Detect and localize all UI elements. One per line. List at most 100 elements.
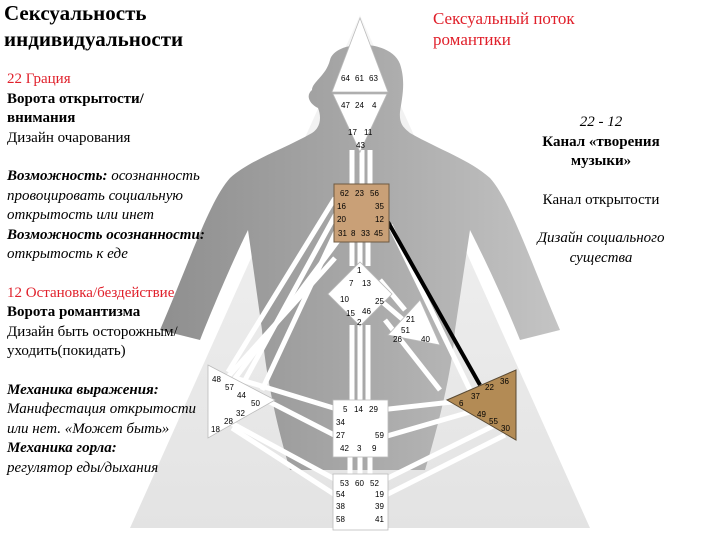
gate-15: 15: [346, 309, 355, 318]
gate-37: 37: [471, 392, 480, 401]
page-title-line-2: индивидуальности: [4, 27, 184, 51]
throat-center: [333, 183, 390, 243]
g-center: [327, 261, 393, 327]
stream-label: Сексуальный поток романтики: [433, 8, 575, 50]
gate12-gate: Ворота романтизма: [7, 304, 141, 320]
awareness-label: Возможность осознанности:: [7, 226, 205, 243]
gate-31: 31: [338, 229, 347, 238]
gate-54: 54: [336, 490, 345, 499]
possibility-text: осознанность: [107, 168, 200, 184]
design-line-1: Дизайн социального: [537, 230, 665, 246]
left-description: 22 Грация Ворота открытости/ внимания Ди…: [7, 70, 247, 478]
gate-4: 4: [372, 101, 377, 110]
spacer: [7, 362, 247, 381]
gate-41: 41: [375, 515, 384, 524]
gate-52: 52: [370, 479, 379, 488]
gate-35: 35: [375, 202, 384, 211]
gate-45: 45: [374, 229, 383, 238]
gate12-design-line-2: уходить(покидать): [7, 343, 126, 359]
possibility-line-3: открытость или инет: [7, 207, 154, 223]
gate-19: 19: [375, 490, 384, 499]
gate22-gate-line-2: внимания: [7, 110, 76, 126]
mechanics-expression-label: Механика выражения:: [7, 381, 159, 398]
active-channel-22-12: [386, 221, 482, 386]
channel-type: Канал открытости: [542, 191, 660, 208]
gate-3: 3: [357, 444, 362, 453]
awareness-text: открытость к еде: [7, 246, 128, 262]
gate-20: 20: [337, 215, 346, 224]
gate-12: 12: [375, 215, 384, 224]
gate-42: 42: [340, 444, 349, 453]
channel-name-line-2: музыки»: [570, 153, 632, 169]
gate-57: 57: [225, 383, 234, 392]
gate-10: 10: [340, 295, 349, 304]
right-description: 22 - 12 Канал «творения музыки» Канал от…: [515, 113, 687, 268]
gate-18: 18: [211, 425, 220, 434]
gate-36: 36: [500, 377, 509, 386]
spleen-center: [207, 364, 276, 439]
gate-59: 59: [375, 431, 384, 440]
stream-label-line-1: Сексуальный поток: [433, 9, 575, 28]
gate-1: 1: [357, 266, 362, 275]
possibility-label: Возможность:: [7, 168, 108, 184]
ego-center: [387, 299, 441, 346]
gate12-title: 12 Остановка/бездействие: [7, 284, 175, 301]
sacral-center: [332, 399, 389, 458]
stream-label-line-2: романтики: [433, 30, 511, 49]
gate-33: 33: [361, 229, 370, 238]
gate-23: 23: [355, 189, 364, 198]
possibility-line-2: провоцировать социальную: [7, 187, 183, 204]
mechanics-throat-label: Механика горла:: [7, 440, 117, 456]
gate-22: 22: [485, 383, 494, 392]
gate-28: 28: [224, 417, 233, 426]
gate-5: 5: [343, 405, 348, 414]
gate-2: 2: [357, 318, 362, 327]
gate-60: 60: [355, 479, 364, 488]
gate-47: 47: [341, 101, 350, 110]
gate22-design: Дизайн очарования: [7, 129, 131, 146]
channel-number: 22 - 12: [579, 114, 623, 130]
gate-50: 50: [251, 399, 260, 408]
mechanics-expression-line-2: или нет. «Может быть»: [7, 420, 170, 437]
page-title-line-1: Сексуальность: [4, 1, 147, 25]
gate-labels: 64 61 63 47 24 4 17 11 43 62 23 56 16 35…: [211, 74, 510, 524]
possibility-line-1: Возможность: осознанность: [7, 167, 247, 187]
gate-56: 56: [370, 189, 379, 198]
gate-16: 16: [337, 202, 346, 211]
spacer: [7, 148, 247, 167]
gate-32: 32: [236, 409, 245, 418]
gate-6: 6: [459, 399, 464, 408]
gate-46: 46: [362, 307, 371, 316]
gate-9: 9: [372, 444, 377, 453]
solar-plexus-center: [445, 369, 517, 441]
gate-49: 49: [477, 410, 486, 419]
gate-40: 40: [421, 335, 430, 344]
gate-25: 25: [375, 297, 384, 306]
gate-62: 62: [340, 189, 349, 198]
gate-44: 44: [237, 391, 246, 400]
mechanics-throat-text: регулятор еды/дыхания: [7, 459, 159, 476]
gate12-design-line-1: Дизайн быть осторожным/: [7, 323, 178, 340]
gate-48: 48: [212, 375, 221, 384]
root-center: [332, 473, 389, 531]
gate-51: 51: [401, 326, 410, 335]
gate-38: 38: [336, 502, 345, 511]
gate-8: 8: [351, 229, 356, 238]
page-title: Сексуальность индивидуальности: [4, 0, 183, 52]
mechanics-expression-line-1: Манифестация открытости: [7, 401, 197, 417]
gate-55: 55: [489, 417, 498, 426]
ajna-center: [332, 93, 388, 153]
gate-63: 63: [369, 74, 378, 83]
gate22-gate-line-1: Ворота открытости/: [7, 90, 144, 107]
gate-7: 7: [349, 279, 354, 288]
gate-21: 21: [406, 315, 415, 324]
gate-17: 17: [348, 128, 357, 137]
channel-lines: [212, 95, 507, 501]
spacer: [7, 265, 247, 284]
gate-43: 43: [356, 141, 365, 150]
spacer: [515, 172, 687, 191]
gate-29: 29: [369, 405, 378, 414]
spacer: [515, 210, 687, 229]
gate-26: 26: [393, 335, 402, 344]
